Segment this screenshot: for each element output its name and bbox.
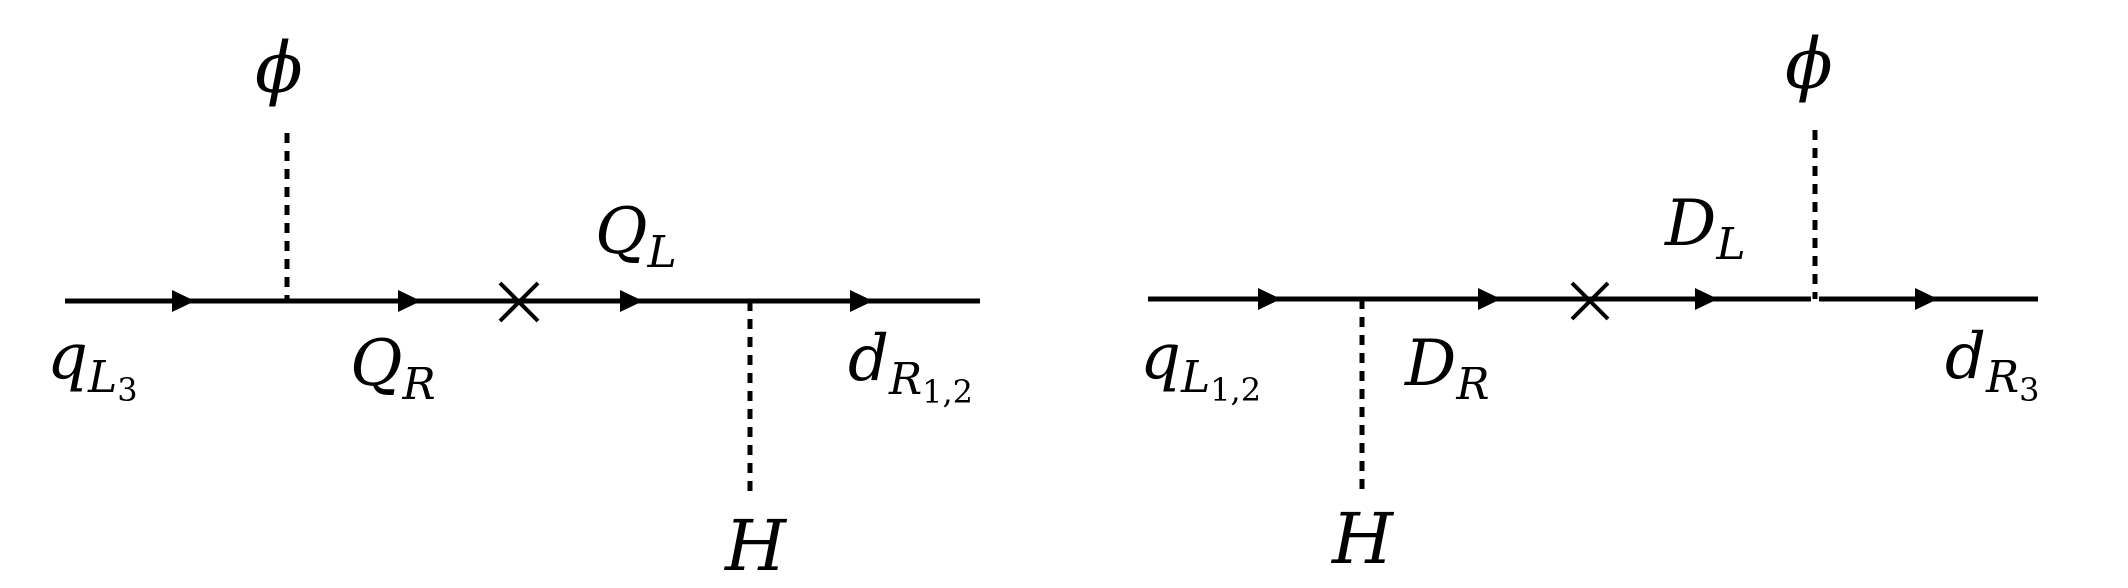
left-higgs-label: H bbox=[723, 505, 788, 587]
right-mass-insertion-cross bbox=[1570, 281, 1610, 321]
left-arrow-2 bbox=[398, 290, 421, 312]
left-arrow-1 bbox=[172, 290, 195, 312]
right-higgs-label: H bbox=[1330, 498, 1395, 580]
right-phi-label: ϕ bbox=[1785, 23, 1833, 105]
left-arrow-3 bbox=[620, 290, 643, 312]
right-quark-in-label: qL1,2 bbox=[1140, 320, 1261, 409]
right-quark-out-label: dR3 bbox=[1945, 320, 2039, 409]
left-quark-in-label: qL3 bbox=[47, 320, 138, 409]
left-QR-label: QR bbox=[350, 327, 436, 410]
left-QL-label: QL bbox=[595, 195, 677, 278]
left-phi-label: ϕ bbox=[255, 27, 303, 109]
left-arrow-4 bbox=[850, 290, 873, 312]
right-arrow-2 bbox=[1478, 288, 1501, 310]
left-quark-out-label: dR1,2 bbox=[848, 322, 973, 411]
diagram-left: ϕ qL3 QR QL dR1,2 H bbox=[47, 27, 980, 587]
right-arrow-4 bbox=[1915, 288, 1938, 310]
right-DL-label: DL bbox=[1664, 187, 1746, 270]
left-mass-insertion-cross bbox=[498, 281, 540, 323]
right-DR-label: DR bbox=[1404, 327, 1489, 410]
right-arrow-1 bbox=[1258, 288, 1281, 310]
diagram-right: ϕ qL1,2 DR DL dR3 H bbox=[1140, 23, 2039, 580]
right-arrow-3 bbox=[1695, 288, 1718, 310]
